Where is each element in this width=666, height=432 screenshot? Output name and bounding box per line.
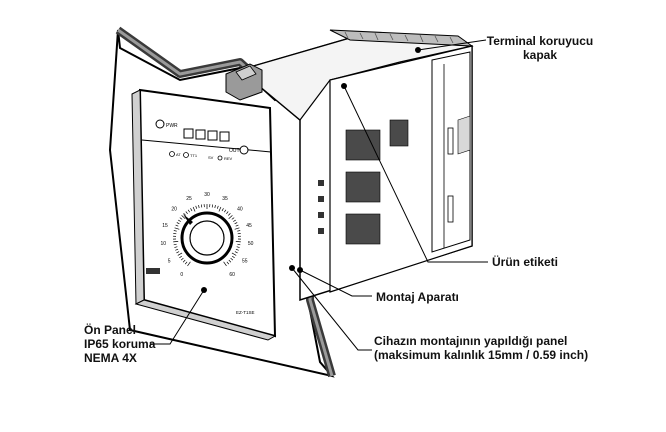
dial-tick	[218, 206, 222, 212]
label-product: Ürün etiketi	[492, 255, 559, 269]
indicator-sv: SV	[208, 155, 214, 160]
dial-tick	[176, 251, 180, 254]
label-front-panel: Ön Panel IP65 koruma NEMA 4X	[84, 323, 155, 365]
dial-tick	[231, 252, 237, 256]
dial-tick	[214, 205, 216, 209]
brand-logo	[146, 268, 160, 274]
dial-scale-label: 20	[171, 207, 177, 213]
dial-tick	[231, 255, 235, 259]
label-terminal-cover: Terminal koruyucu kapak	[480, 34, 600, 62]
vent-slots	[345, 119, 409, 245]
dial-tick	[230, 257, 234, 261]
dial-scale-label: 15	[162, 223, 168, 229]
label-mounting-bracket: Montaj Aparatı	[376, 290, 459, 304]
dial-scale-label: 30	[204, 192, 210, 198]
dial-scale-label: 25	[186, 196, 192, 202]
dial-tick	[235, 224, 239, 227]
model-label: EZ-T1SE	[236, 310, 255, 315]
leader-dots	[201, 47, 421, 293]
dial-tick	[174, 227, 180, 230]
dial-tick	[175, 224, 179, 227]
label-panel: Cihazın montajının yapıldığı panel (maks…	[374, 334, 588, 362]
dial-tick	[175, 248, 179, 251]
dial-tick	[185, 211, 188, 215]
label-front-panel-line3: NEMA 4X	[84, 351, 137, 365]
digit-display	[183, 128, 230, 142]
dial-tick	[234, 251, 238, 254]
dial-scale-label: 5	[168, 259, 171, 265]
dial-tick	[180, 257, 184, 261]
dial-tick	[200, 204, 203, 208]
dial-tick	[173, 230, 177, 232]
dial-pointer	[183, 214, 193, 225]
dial-tick	[234, 227, 240, 230]
dial-scale-label: 50	[248, 241, 254, 247]
front-bezel: PWR OUT AT TT1 SV REV 0 5 10 15 20 25 30 35 40 45…	[131, 88, 277, 341]
dial-tick	[237, 230, 241, 232]
dial-tick	[183, 213, 186, 216]
housing-body	[238, 29, 474, 302]
dial-tick	[237, 243, 241, 246]
dial-scale-label: 10	[161, 241, 167, 247]
label-panel-line1: Cihazın montajının yapıldığı panel	[374, 334, 568, 348]
dial-tick	[192, 206, 196, 212]
label-terminal-cover-line1: Terminal koruyucu	[486, 34, 594, 48]
dial-tick	[178, 219, 181, 222]
dial-scale-label: 40	[237, 207, 243, 213]
dial-tick	[181, 215, 186, 219]
label-panel-line2: (maksimum kalınlık 15mm / 0.59 inch)	[374, 348, 589, 362]
indicator-tt1: TT1	[190, 153, 198, 158]
indicator-at: AT	[176, 152, 181, 157]
dial-tick	[173, 241, 179, 243]
leader-lines	[150, 39, 488, 351]
pwr-led	[155, 119, 165, 129]
dial-tick	[236, 246, 240, 248]
out-label: OUT	[229, 148, 240, 154]
dial-tick	[173, 243, 177, 246]
dial-tick	[179, 255, 183, 259]
dial-scale-label: 60	[229, 272, 235, 278]
dial-tick	[179, 217, 183, 220]
dial-tick	[177, 252, 183, 256]
dial-tick	[228, 213, 231, 216]
dial-tick	[176, 222, 180, 225]
dial-tick	[234, 222, 238, 225]
dial-scale-label: 45	[246, 223, 252, 229]
mounting-bracket	[225, 63, 263, 101]
dial-tick	[198, 205, 200, 209]
dial-tick	[228, 215, 233, 219]
dial-tick	[182, 259, 186, 263]
dial-tick	[211, 204, 214, 208]
dial-tick	[235, 241, 241, 243]
indicator-rev: REV	[224, 156, 233, 161]
label-front-panel-line2: IP65 koruma	[84, 337, 156, 351]
dial-tick	[187, 261, 191, 267]
dial-tick	[235, 248, 239, 251]
dial-center	[189, 220, 225, 256]
label-terminal-cover-line2: kapak	[522, 48, 558, 62]
dial-scale-label: 55	[242, 259, 248, 265]
label-front-panel-line1: Ön Panel	[84, 323, 137, 337]
dial-tick	[233, 219, 236, 222]
dial-tick	[187, 209, 190, 213]
dial-tick	[226, 261, 230, 265]
dial-tick	[190, 208, 193, 212]
dial-tick	[221, 208, 224, 212]
dial-tick	[184, 261, 188, 265]
dial-tick	[174, 246, 178, 248]
dial-scale-label: 0	[180, 272, 183, 278]
pwr-label: PWR	[166, 123, 178, 129]
dial-knob: 0 5 10 15 20 25 30 35 40 45 50 55 60	[161, 192, 254, 278]
dial-tick	[216, 205, 219, 209]
dial-tick	[195, 205, 198, 209]
dial-scale-label: 35	[222, 196, 228, 202]
dial-tick	[224, 209, 227, 213]
dial-tick	[228, 259, 232, 263]
dial-tick	[231, 217, 235, 220]
out-led	[239, 145, 249, 155]
dial-tick	[226, 211, 229, 215]
dial-tick	[223, 261, 227, 267]
